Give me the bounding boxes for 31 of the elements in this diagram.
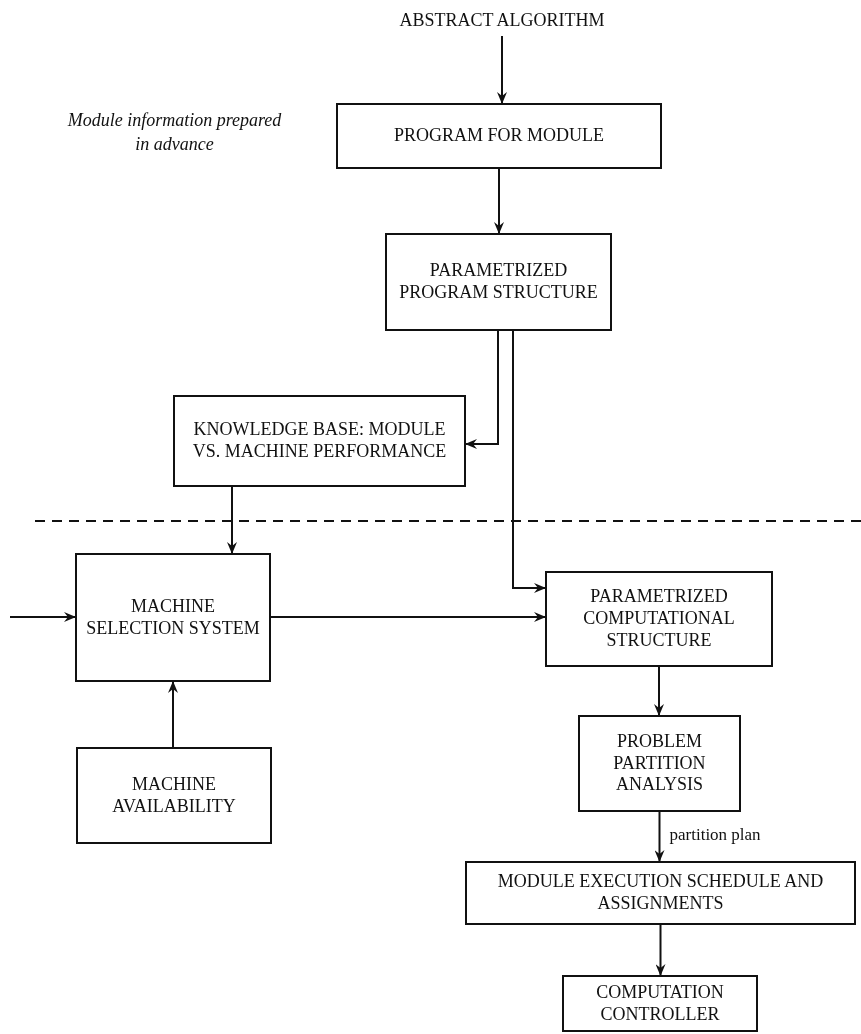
arrow [9,612,76,622]
arrow [654,666,664,716]
box-label: PROBLEM PARTITION ANALYSIS [612,730,707,797]
box-label: KNOWLEDGE BASE: MODULE VS. MACHINE PERFORMANCE [191,419,448,463]
arrow [512,330,546,593]
arrow [465,330,499,449]
arrow [270,612,546,622]
process-box [385,233,612,331]
arrow [497,35,507,104]
box-label: MACHINE SELECTION SYSTEM [85,595,261,640]
arrow [654,811,665,862]
arrow [227,486,237,554]
process-box [465,861,856,925]
box-label: COMPUTATION CONTROLLER [595,981,725,1026]
input-label: ABSTRACT ALGORITHM [399,10,605,32]
arrow [655,924,666,976]
process-box [76,747,272,844]
arrow [168,681,178,748]
box-label: PARAMETRIZED COMPUTATIONAL STRUCTURE [582,586,736,652]
box-label: PROGRAM FOR MODULE [393,125,604,147]
process-box [562,975,758,1032]
note-text: Module information prepared in advance [66,109,283,157]
box-label: MACHINE AVAILABILITY [111,773,237,818]
box-label: PARAMETRIZED PROGRAM STRUCTURE [398,260,599,304]
arrow [494,168,504,234]
process-box [75,553,271,682]
process-box [545,571,773,667]
box-label: MODULE EXECUTION SCHEDULE AND ASSIGNMENTS [496,871,825,915]
process-box [173,395,466,487]
process-box [578,715,741,812]
process-box [336,103,662,169]
